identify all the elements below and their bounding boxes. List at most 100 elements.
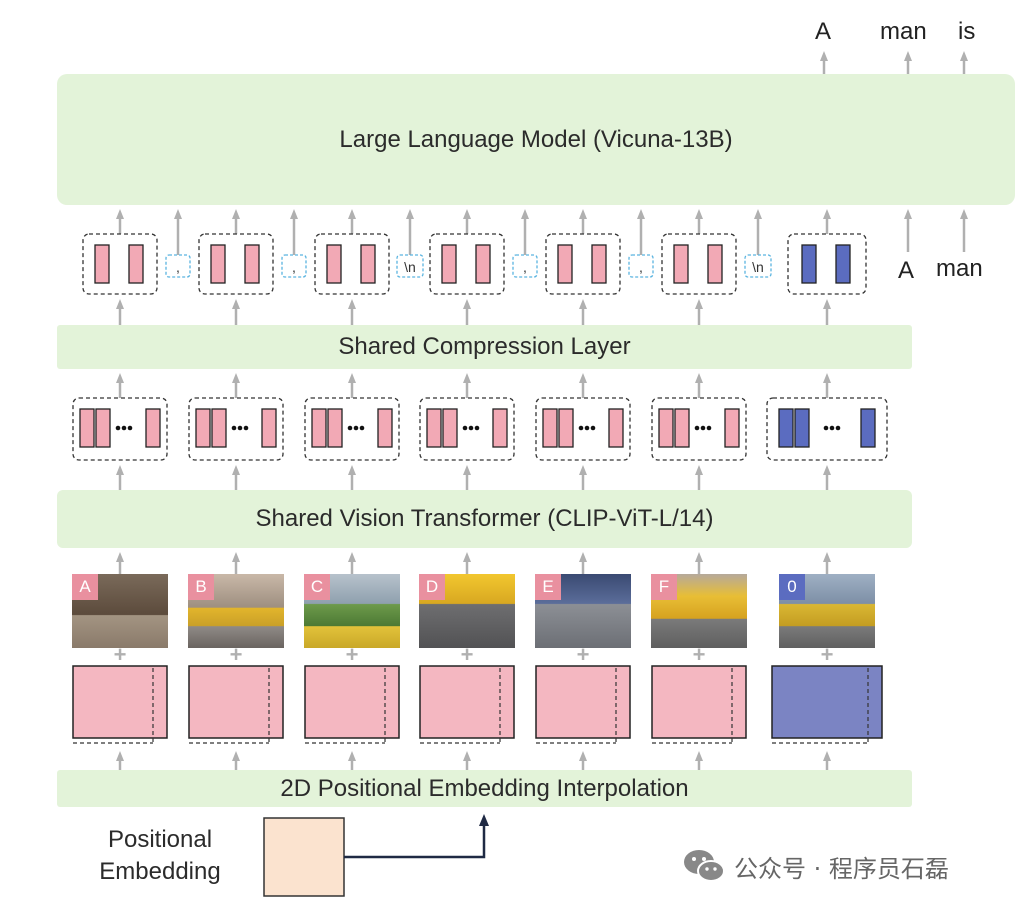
vision-feature-group [766, 397, 888, 461]
ellipsis-dot [584, 425, 590, 431]
ellipsis-dot [127, 425, 133, 431]
separator-token [744, 254, 772, 278]
compression-layer-block: Shared Compression Layer [57, 325, 912, 369]
compressed-token-group [82, 233, 158, 295]
arrows-group [116, 51, 968, 770]
llm-label: Large Language Model (Vicuna-13B) [339, 125, 733, 153]
slice-label: F [651, 574, 677, 600]
output-token: man [880, 18, 927, 45]
image-slice: D [419, 574, 515, 648]
positional-arrow [344, 814, 489, 859]
image-slice: 0 [779, 574, 875, 648]
vision-feature-token [492, 408, 508, 448]
ellipsis-dot [829, 425, 835, 431]
vision-feature-token [261, 408, 277, 448]
compressed-token [673, 244, 689, 284]
vision-feature-group [651, 397, 747, 461]
ellipsis-dot [359, 425, 365, 431]
slice-label: C [304, 574, 330, 600]
vision-feature-group [188, 397, 284, 461]
patch-embedding [419, 665, 515, 739]
positional-embedding-group [263, 814, 489, 897]
plus-icon: + [693, 642, 706, 667]
llm-block: Large Language Model (Vicuna-13B) [57, 74, 1015, 205]
ellipsis-dot [231, 425, 237, 431]
interpolation-block: 2D Positional Embedding Interpolation [57, 770, 912, 807]
compressed-token [128, 244, 144, 284]
compressed-token [591, 244, 607, 284]
vision-feature-token [794, 408, 810, 448]
separator-token [396, 254, 424, 278]
vision-transformer-label: Shared Vision Transformer (CLIP-ViT-L/14… [255, 505, 714, 532]
compressed-token [801, 244, 817, 284]
vision-feature-token [608, 408, 624, 448]
vision-feature-token [377, 408, 393, 448]
compressed-token-group [429, 233, 505, 295]
separator-label: \n [752, 259, 764, 275]
compressed-token [441, 244, 457, 284]
vision-transformer-block: Shared Vision Transformer (CLIP-ViT-L/14… [57, 490, 912, 548]
patch-embedding [304, 665, 400, 739]
plus-icon: + [230, 642, 243, 667]
tokens-group: ,,\n,,\n [72, 233, 888, 461]
compressed-token [557, 244, 573, 284]
vision-feature-token [327, 408, 343, 448]
plus-icon: + [346, 642, 359, 667]
separator-label: , [292, 259, 296, 275]
compressed-token [244, 244, 260, 284]
ellipsis-dot [468, 425, 474, 431]
vision-feature-token [674, 408, 690, 448]
vision-feature-group [304, 397, 400, 461]
vision-feature-token [95, 408, 111, 448]
interpolation-label: 2D Positional Embedding Interpolation [280, 774, 689, 802]
ellipsis-dot [243, 425, 249, 431]
vision-feature-token [195, 408, 211, 448]
separator-token [512, 254, 538, 278]
positional-label-line1: Positional [107, 826, 213, 853]
vision-feature-token [724, 408, 740, 448]
vision-feature-token [860, 408, 876, 448]
plus-icon: + [577, 642, 590, 667]
compressed-token [835, 244, 851, 284]
slice-label: B [188, 574, 214, 600]
separator-label: , [523, 259, 527, 275]
ellipsis-dot [347, 425, 353, 431]
separator-token [281, 254, 307, 278]
ellipsis-dot [706, 425, 712, 431]
output-token: A [815, 18, 832, 45]
positional-embedding-square [263, 817, 345, 897]
vision-feature-token [658, 408, 674, 448]
vision-feature-token [311, 408, 327, 448]
separator-label: , [176, 259, 180, 275]
separator-token [165, 254, 191, 278]
slice-label: A [72, 574, 98, 600]
plus-icon: + [461, 642, 474, 667]
ellipsis-dot [115, 425, 121, 431]
slice-label: E [535, 574, 561, 600]
ellipsis-dot [835, 425, 841, 431]
image-slice: B [188, 574, 284, 648]
separator-token [628, 254, 654, 278]
image-slice: C [304, 574, 400, 648]
input-token: A [898, 257, 915, 284]
image-slice: E [535, 574, 631, 648]
compressed-token-group [545, 233, 621, 295]
watermark: 公众号 · 程序员石磊 [682, 846, 949, 886]
separator-label: \n [404, 259, 416, 275]
ellipsis-dot [590, 425, 596, 431]
ellipsis-dot [462, 425, 468, 431]
ellipsis-dot [578, 425, 584, 431]
patch-embedding [188, 665, 284, 739]
compressed-token-group [198, 233, 274, 295]
compressed-token [94, 244, 110, 284]
vision-feature-token [442, 408, 458, 448]
ellipsis-dot [823, 425, 829, 431]
vision-feature-group [72, 397, 168, 461]
compressed-token [475, 244, 491, 284]
ellipsis-dot [700, 425, 706, 431]
ellipsis-dot [237, 425, 243, 431]
vision-feature-token [426, 408, 442, 448]
patch-embedding [535, 665, 631, 739]
ellipsis-dot [694, 425, 700, 431]
